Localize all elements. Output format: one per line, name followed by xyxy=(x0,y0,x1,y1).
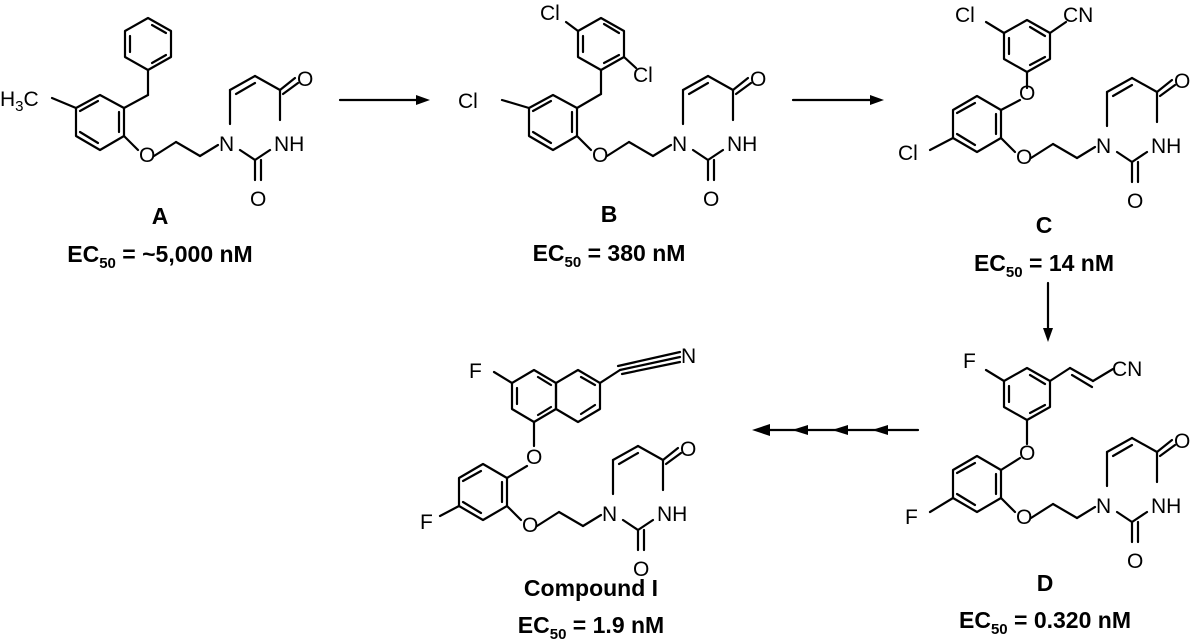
compound-c-n1: N xyxy=(1096,135,1111,158)
compound-d-ether-o: O xyxy=(1016,506,1032,529)
compound-d-f-left: F xyxy=(905,506,918,529)
compound-i-label: Compound I xyxy=(524,575,658,601)
compound-c-nitrile: CN xyxy=(1063,4,1093,27)
compound-a-label: A xyxy=(152,203,169,229)
compound-c-cl-left: Cl xyxy=(898,142,918,165)
compound-c-ether-o: O xyxy=(1016,146,1032,169)
arrow-a-to-b xyxy=(338,95,430,105)
compound-d-o-bottom: O xyxy=(1127,550,1143,573)
compound-i-ec50: EC50 = 1.9 nM xyxy=(518,612,664,639)
compound-b-ec50: EC50 = 380 nM xyxy=(533,240,686,271)
compound-i-n1: N xyxy=(602,503,617,526)
compound-a-ec50: EC50 = ~5,000 nM xyxy=(67,241,252,272)
compound-b-o-top: O xyxy=(750,68,766,91)
compound-d-nitrile: CN xyxy=(1112,358,1142,381)
compound-i-ether-o: O xyxy=(522,514,538,537)
compound-c-cl-top: Cl xyxy=(955,4,975,27)
compound-a-o-bottom: O xyxy=(250,188,266,211)
compound-d-nh: NH xyxy=(1151,495,1181,518)
compound-i-f-left: F xyxy=(420,511,433,534)
compound-a-nh: NH xyxy=(274,133,304,156)
compound-c-link-o: O xyxy=(1019,82,1035,105)
compound-b-structure: Cl Cl Cl O N NH O O xyxy=(458,2,766,211)
compound-b-o-bottom: O xyxy=(703,188,719,211)
compound-i-o-bottom: O xyxy=(633,558,649,581)
compound-d-f-top: F xyxy=(963,350,976,373)
compound-c-o-bottom: O xyxy=(1127,190,1143,213)
compound-b-cl-top: Cl xyxy=(540,2,560,25)
compound-c-nh: NH xyxy=(1151,135,1181,158)
compound-b-ether-o: O xyxy=(592,144,608,167)
compound-i-o-top: O xyxy=(680,438,696,461)
compound-i-nh: NH xyxy=(657,503,687,526)
compound-d-label: D xyxy=(1037,570,1054,596)
compound-a-o-top: O xyxy=(297,68,313,91)
compound-d-n1: N xyxy=(1096,495,1111,518)
compound-i-link-o: O xyxy=(526,446,542,469)
compound-b-cl-left: Cl xyxy=(458,90,478,113)
compound-d-structure: F CN O F O N NH O O xyxy=(905,350,1190,573)
compound-d-o-top: O xyxy=(1174,430,1190,453)
compound-c-ec50: EC50 = 14 nM xyxy=(974,250,1114,281)
arrow-c-to-d xyxy=(1043,281,1053,342)
compound-c-o-top: O xyxy=(1174,70,1190,93)
compound-a-h3c: H3C xyxy=(0,88,39,115)
compound-b-n1: N xyxy=(672,133,687,156)
compound-d-ec50: EC50 = 0.320 nM xyxy=(959,607,1131,638)
compound-b-label: B xyxy=(601,201,618,227)
compound-a-structure: H3C O N NH O O xyxy=(0,16,313,211)
compound-d-link-o: O xyxy=(1019,442,1035,465)
compound-b-nh: NH xyxy=(727,133,757,156)
compound-a-ether-o: O xyxy=(139,144,155,167)
compound-c-label: C xyxy=(1036,212,1053,238)
compound-i-structure: F N O F O N NH O O xyxy=(420,345,696,581)
compound-b-cl-right: Cl xyxy=(633,64,653,87)
arrow-b-to-c xyxy=(791,95,884,105)
compound-i-nitrile-n: N xyxy=(681,345,696,368)
compound-i-f-top: F xyxy=(469,360,482,383)
arrow-d-to-compound-i xyxy=(752,424,920,436)
compound-a-n1: N xyxy=(219,133,234,156)
compound-c-structure: Cl CN O Cl O N NH O O xyxy=(898,4,1190,213)
